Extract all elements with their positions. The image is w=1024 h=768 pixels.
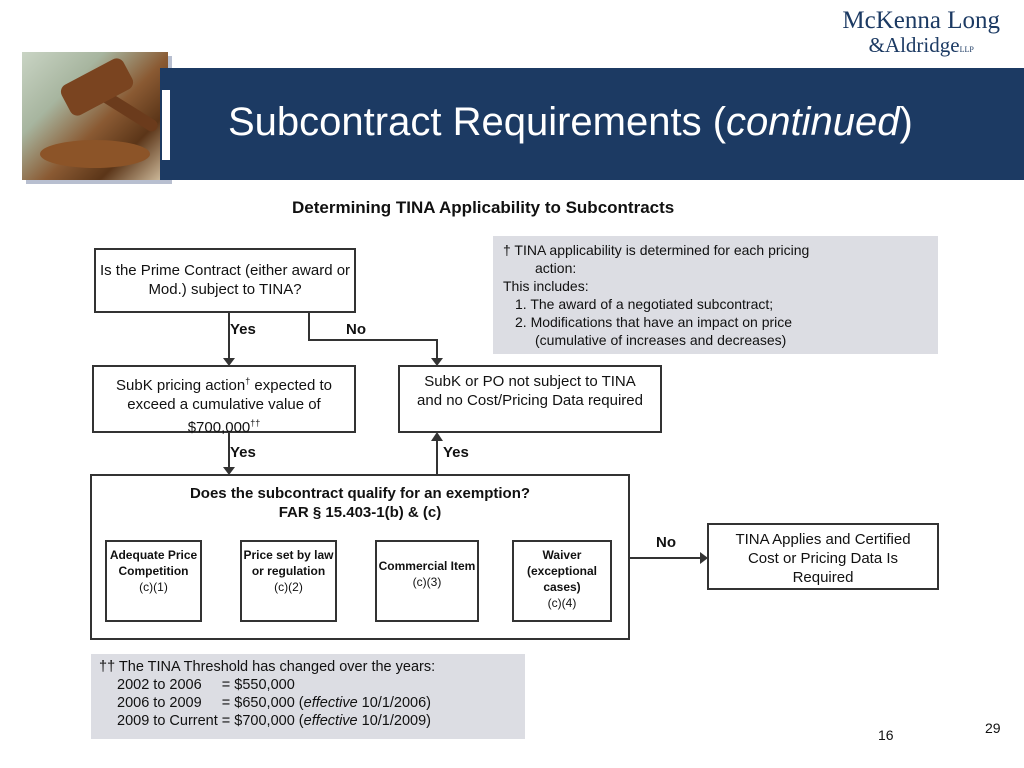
not-subject-box: SubK or PO not subject to TINA and no Co… bbox=[398, 365, 662, 433]
arrowhead-to-subk bbox=[223, 358, 235, 366]
firm-logo: McKenna Long &AldridgeLLP bbox=[842, 8, 1000, 61]
exemption-title: Price set by law or regulation bbox=[243, 548, 334, 578]
note-bottom-row3: 2009 to Current = $700,000 (effective 10… bbox=[99, 712, 517, 730]
note-bottom-row1: 2002 to 2006 = $550,000 bbox=[117, 677, 295, 693]
exemption-question-line2: FAR § 15.403-1(b) & (c) bbox=[278, 504, 442, 521]
exemption-cite: (c)(4) bbox=[547, 596, 577, 610]
row3-italic: effective bbox=[303, 713, 358, 729]
exemption-title: Commercial Item bbox=[378, 559, 476, 573]
title-main: Subcontract Requirements bbox=[228, 100, 702, 144]
row3-a: 2009 to Current = $700,000 ( bbox=[117, 713, 304, 729]
label-yes-exempt: Yes bbox=[443, 444, 469, 461]
exemption-commercial-item: Commercial Item (c)(3) bbox=[375, 540, 479, 622]
slide-title: Subcontract Requirements (continued) bbox=[228, 100, 913, 144]
logo-line1: McKenna Long bbox=[842, 7, 1000, 34]
note-top-item2: 2. Modifications that have an impact on … bbox=[515, 314, 793, 330]
label-yes-subk: Yes bbox=[230, 444, 256, 461]
not-subject-text: SubK or PO not subject to TINA and no Co… bbox=[417, 373, 643, 409]
title-accent-stripe bbox=[162, 90, 170, 160]
exemption-adequate-price-competition: Adequate Price Competition (c)(1) bbox=[105, 540, 202, 622]
row2-a: 2006 to 2009 = $650,000 ( bbox=[117, 695, 304, 711]
exemption-title: Waiver (exceptional cases) bbox=[526, 548, 598, 594]
connector-prime-to-subk bbox=[228, 313, 230, 363]
arrowhead-to-notsubject bbox=[431, 358, 443, 366]
footnote-dagger: † TINA applicability is determined for e… bbox=[493, 236, 938, 354]
exemption-price-set-by-law: Price set by law or regulation (c)(2) bbox=[240, 540, 337, 622]
row2-b: 10/1/2006) bbox=[357, 695, 432, 711]
note-bottom-row2: 2006 to 2009 = $650,000 (effective 10/1/… bbox=[99, 694, 517, 712]
tina-applies-box: TINA Applies and Certified Cost or Prici… bbox=[707, 523, 939, 590]
note-top-line1: † TINA applicability is determined for e… bbox=[503, 242, 810, 258]
footnote-double-dagger: †† The TINA Threshold has changed over t… bbox=[91, 654, 525, 739]
connector-no-down bbox=[308, 313, 310, 340]
row3-b: 10/1/2009) bbox=[357, 713, 431, 729]
connector-no-across bbox=[308, 339, 438, 341]
note-top-item2b: (cumulative of increases and decreases) bbox=[535, 332, 787, 348]
double-dagger-mark: †† bbox=[250, 418, 261, 428]
arrowhead-to-tina bbox=[700, 552, 708, 564]
connector-exemption-to-tina bbox=[630, 557, 702, 559]
connector-no-to-notsubject bbox=[436, 339, 438, 363]
exemption-cite: (c)(1) bbox=[139, 580, 168, 594]
label-no-prime: No bbox=[346, 321, 366, 338]
arrowhead-to-exemption bbox=[223, 467, 235, 475]
label-no-exempt: No bbox=[656, 534, 676, 551]
title-bar bbox=[160, 68, 1024, 180]
note-top-line2: This includes: bbox=[503, 278, 589, 294]
exemption-question-line1: Does the subcontract qualify for an exem… bbox=[189, 485, 531, 502]
subk-pricing-text2: expected to exceed a cumulative value of… bbox=[127, 377, 332, 436]
diagram-title: Determining TINA Applicability to Subcon… bbox=[292, 198, 675, 217]
connector-exemption-to-notsubject bbox=[436, 435, 438, 474]
note-bottom-line1: †† The TINA Threshold has changed over t… bbox=[99, 659, 436, 675]
exemption-cite: (c)(2) bbox=[274, 580, 303, 594]
dagger-mark: † bbox=[245, 376, 251, 386]
prime-contract-question-box: Is the Prime Contract (either award or M… bbox=[94, 248, 356, 313]
logo-llp: LLP bbox=[959, 45, 974, 54]
title-italic: continued bbox=[726, 100, 900, 144]
subk-pricing-box: SubK pricing action† expected to exceed … bbox=[92, 365, 356, 436]
subk-pricing-text1: SubK pricing action bbox=[116, 377, 246, 394]
row2-italic: effective bbox=[303, 695, 358, 711]
page-number: 16 bbox=[878, 727, 894, 743]
exemption-cite: (c)(3) bbox=[412, 575, 442, 589]
exemption-title: Adequate Price Competition bbox=[109, 548, 198, 578]
connector-subk-to-exemption bbox=[228, 433, 230, 473]
prime-contract-question: Is the Prime Contract (either award or M… bbox=[99, 262, 351, 298]
tina-applies-text: TINA Applies and Certified Cost or Prici… bbox=[735, 531, 911, 586]
exemption-waiver: Waiver (exceptional cases) (c)(4) bbox=[512, 540, 612, 622]
note-top-item1: 1. The award of a negotiated subcontract… bbox=[515, 296, 774, 312]
arrowhead-up-to-notsubject bbox=[431, 432, 443, 441]
note-top-line1b: action: bbox=[535, 260, 577, 276]
gavel-block bbox=[40, 140, 150, 168]
exemption-question-box: Does the subcontract qualify for an exem… bbox=[90, 474, 630, 640]
label-yes-prime: Yes bbox=[230, 321, 256, 338]
slide-number: 29 bbox=[985, 720, 1001, 736]
logo-line2: &Aldridge bbox=[868, 33, 960, 57]
gavel-photo bbox=[22, 52, 168, 180]
